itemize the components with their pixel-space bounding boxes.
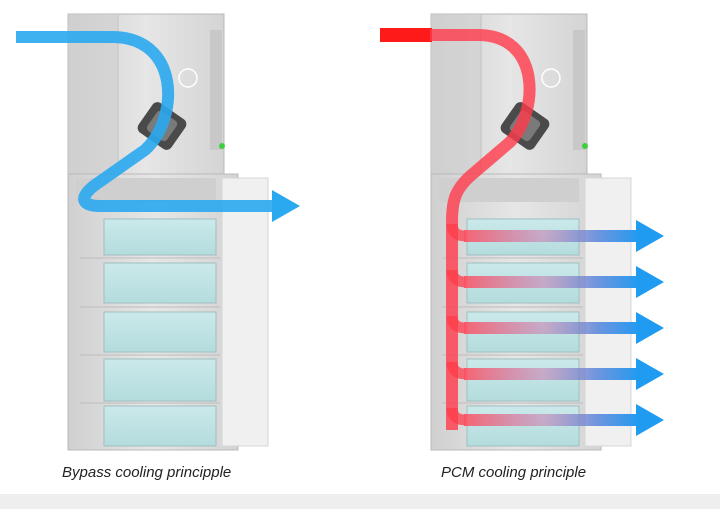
bottom-strip (0, 494, 720, 509)
vent-icon (541, 68, 561, 88)
pcm-airflow (380, 28, 664, 436)
pcm-caption: PCM cooling principle (441, 464, 587, 481)
status-led-icon (219, 143, 225, 149)
bypass-battery-modules (80, 218, 220, 447)
bypass-caption: Bypass cooling principple (62, 464, 232, 481)
vent-icon (178, 68, 198, 88)
status-led-icon (582, 143, 588, 149)
bypass-airflow (16, 31, 300, 222)
